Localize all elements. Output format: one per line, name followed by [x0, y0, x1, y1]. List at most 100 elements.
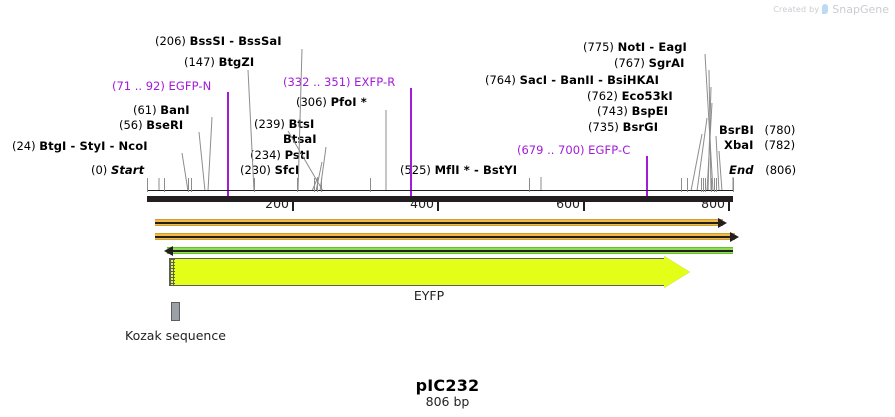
site-label-xbai[interactable]: XbaI (782) — [724, 139, 795, 152]
site-label-bsrbi[interactable]: BsrBI (780) — [719, 124, 795, 137]
site-position: (780) — [764, 123, 796, 137]
site-position: (230) — [240, 163, 271, 177]
site-position: (56) — [119, 118, 143, 132]
plasmid-length: 806 bp — [425, 394, 470, 409]
ruler-label-600: 600 — [556, 196, 580, 211]
site-label-btgzi[interactable]: (147) BtgZI — [184, 56, 254, 69]
ruler-label-200: 200 — [265, 196, 289, 211]
site-enzymes: BtsI — [288, 117, 315, 131]
eyfp-body — [169, 258, 665, 286]
site-enzymes: PfoI * — [330, 95, 367, 109]
site-label-btsi[interactable]: (239) BtsI — [254, 118, 314, 131]
site-label-start[interactable]: (0) Start — [91, 164, 144, 177]
leader-noti — [704, 53, 714, 192]
site-tick-743 — [687, 178, 689, 192]
site-tick-0 — [147, 178, 148, 192]
site-tick-735 — [681, 178, 683, 192]
primer-name: EGFP-N — [168, 79, 212, 93]
site-label-sgrai[interactable]: (767) SgrAI — [614, 57, 684, 70]
site-position: (306) — [296, 95, 327, 109]
ruler-label-400: 400 — [410, 196, 434, 211]
leader-xbai — [718, 150, 723, 192]
site-label-mfli[interactable]: (525) MflI * - BstYI — [400, 164, 517, 177]
site-position: (775) — [583, 40, 614, 54]
primer-name: EXFP-R — [354, 75, 396, 89]
orf-arrow-forward-1[interactable] — [155, 217, 733, 228]
site-label-bseri[interactable]: (56) BseRI — [119, 119, 183, 132]
site-position: (0) — [91, 163, 108, 177]
site-label-sfci[interactable]: (230) SfcI — [240, 164, 299, 177]
ruler-tick-800 — [728, 202, 730, 211]
eyfp-start-stripe — [170, 259, 175, 285]
site-enzymes: End — [729, 163, 754, 177]
site-label-saci[interactable]: (764) SacI - BanII - BsiHKAI — [485, 74, 659, 87]
ruler-label-800: 800 — [701, 196, 725, 211]
site-position: (762) — [587, 89, 618, 103]
site-enzymes: NotI - EagI — [617, 40, 687, 54]
site-position: (806) — [765, 163, 797, 177]
site-tick-780 — [714, 178, 716, 192]
site-enzymes: PstI — [284, 148, 310, 162]
site-tick-525 — [528, 178, 530, 192]
site-label-noti[interactable]: (775) NotI - EagI — [583, 41, 687, 54]
site-label-bsrgi[interactable]: (735) BsrGI — [588, 121, 658, 134]
site-enzymes: BseRI — [146, 118, 184, 132]
site-label-eco53ki[interactable]: (762) Eco53kI — [587, 90, 673, 103]
site-tick-56 — [187, 178, 189, 192]
primer-label-egfp-c[interactable]: (679 .. 700) EGFP-C — [517, 144, 630, 157]
site-enzymes: SgrAI — [648, 56, 685, 70]
site-tick-806 — [733, 178, 734, 192]
site-enzymes: BsrBI — [719, 123, 754, 137]
site-label-psti[interactable]: (234) PstI — [250, 149, 310, 162]
primer-label-exfp-r[interactable]: (332 .. 351) EXFP-R — [283, 76, 395, 89]
site-label-btsai[interactable]: BtsaI — [283, 133, 317, 146]
sequence-backbone[interactable] — [147, 196, 733, 202]
site-position: (61) — [133, 103, 157, 117]
site-tick-61 — [191, 178, 193, 192]
site-enzymes: BanI — [160, 103, 190, 117]
site-position: (24) — [12, 139, 36, 153]
site-tick-762 — [701, 178, 702, 192]
feature-label-eyfp: EYFP — [413, 288, 445, 303]
ruler-tick-200 — [292, 202, 294, 211]
site-enzymes: SfcI — [274, 163, 300, 177]
site-enzymes: BtgI - StyI - NcoI — [39, 139, 148, 153]
site-label-bsssi[interactable]: (206) BssSI - BssSaI — [155, 35, 282, 48]
snapgene-watermark: Created by SnapGene — [773, 3, 889, 16]
site-label-pfoi[interactable]: (306) PfoI * — [296, 96, 367, 109]
feature-eyfp[interactable] — [169, 256, 690, 288]
site-position: (234) — [250, 148, 281, 162]
site-tick-147 — [253, 178, 255, 192]
site-label-bani[interactable]: (61) BanI — [133, 104, 190, 117]
site-enzymes: BspEI — [631, 104, 669, 118]
site-position: (767) — [614, 56, 645, 70]
leader-sgrai — [708, 69, 712, 192]
site-tick-234 — [317, 178, 319, 192]
ruler-tick-600 — [583, 202, 585, 211]
site-label-bspei[interactable]: (743) BspEI — [597, 105, 668, 118]
site-position: (743) — [597, 104, 628, 118]
site-position: (239) — [254, 117, 285, 131]
site-enzymes: Eco53kI — [621, 89, 673, 103]
orf-arrow-reverse-1[interactable] — [164, 245, 737, 256]
orf-arrow-forward-2[interactable] — [155, 231, 739, 242]
site-label-btgi[interactable]: (24) BtgI - StyI - NcoI — [12, 140, 148, 153]
site-position: (206) — [155, 34, 186, 48]
feature-kozak-marker[interactable] — [171, 302, 180, 321]
site-position: (525) — [400, 163, 431, 177]
feature-label-kozak: Kozak sequence — [125, 328, 226, 343]
site-enzymes: MflI * - BstYI — [434, 163, 518, 177]
site-enzymes: BtgZI — [218, 55, 255, 69]
watermark-prefix: Created by — [773, 5, 820, 14]
site-label-end[interactable]: End (806) — [729, 164, 796, 177]
primer-label-egfp-n[interactable]: (71 .. 92) EGFP-N — [112, 80, 211, 93]
backbone-hairline — [147, 190, 733, 191]
snapgene-logo-icon — [822, 4, 829, 15]
site-position: (782) — [764, 138, 796, 152]
leader-bseri — [198, 131, 206, 192]
site-tick-775 — [710, 178, 712, 192]
watermark-brand: SnapGene — [832, 3, 889, 16]
plasmid-name: pIC232 — [415, 376, 480, 395]
leader-bani — [207, 116, 213, 192]
site-tick-230 — [314, 178, 316, 192]
